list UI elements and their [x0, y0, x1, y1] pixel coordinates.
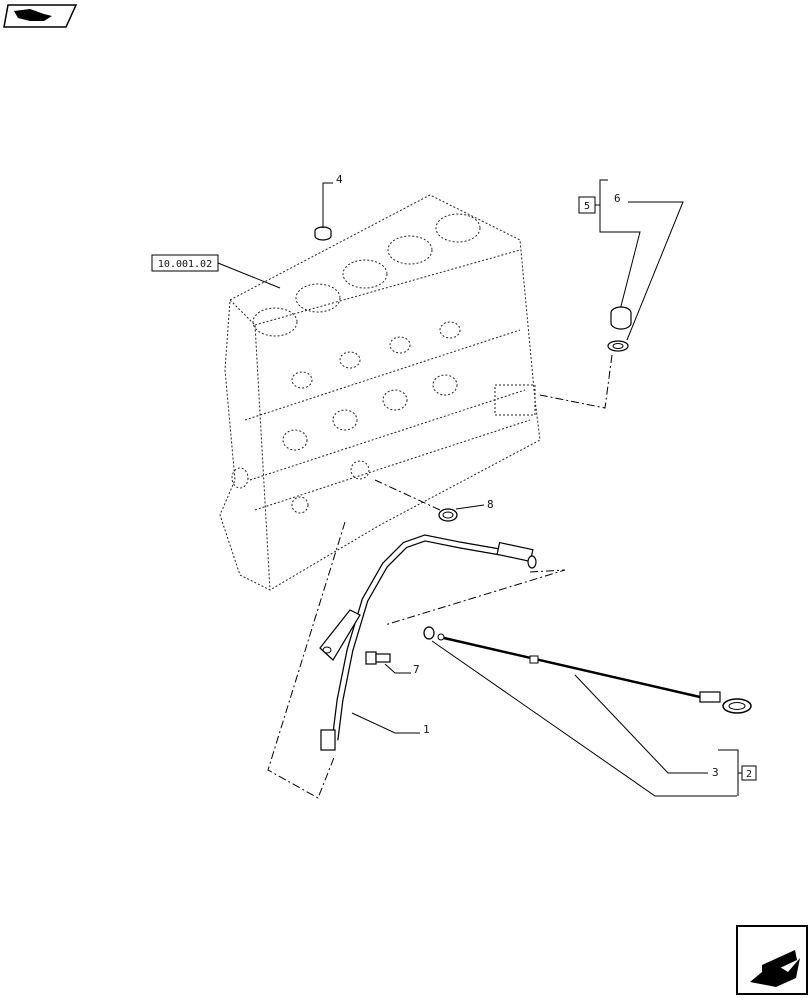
- callout-6: 6: [614, 192, 621, 205]
- item-7-screw[interactable]: 7: [365, 651, 420, 676]
- item-1-dipstick-tube[interactable]: 1: [267, 521, 566, 799]
- callout-5: 5: [584, 201, 590, 212]
- callout-8: 8: [487, 498, 494, 511]
- reference-label: 10.001.02: [158, 259, 212, 270]
- callout-4: 4: [336, 173, 343, 186]
- callout-2: 2: [746, 769, 752, 780]
- item-4-plug[interactable]: 4: [314, 173, 343, 241]
- item-3-dipstick[interactable]: 3 2: [423, 626, 757, 797]
- book-flip-icon[interactable]: [3, 4, 78, 28]
- callout-7: 7: [413, 663, 420, 676]
- next-page-arrow-icon[interactable]: [736, 925, 808, 995]
- reference-callout[interactable]: 10.001.02: [151, 254, 281, 289]
- callout-1: 1: [423, 723, 430, 736]
- callout-3: 3: [712, 766, 719, 779]
- engine-block: [219, 194, 541, 591]
- item-8-seal[interactable]: 8: [374, 479, 494, 522]
- item-6-plug[interactable]: 5 6: [539, 179, 684, 409]
